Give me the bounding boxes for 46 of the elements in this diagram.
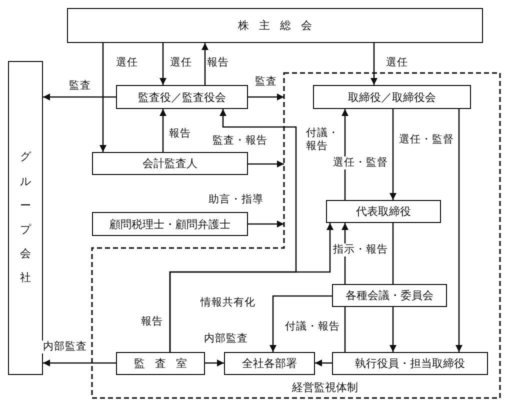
- arrow: [169, 223, 334, 352]
- edge-label: 監査: [254, 76, 278, 88]
- arrow: [270, 295, 332, 352]
- entity-box: 監査室: [116, 352, 205, 375]
- arrow: [390, 307, 396, 352]
- entity-box: 執行役員・担当取締役: [332, 352, 488, 375]
- arrow: [43, 94, 116, 100]
- entity-box: 会計監査人: [92, 152, 248, 175]
- region-label: 経営監視体制: [290, 380, 360, 395]
- arrow: [160, 43, 166, 85]
- arrow: [370, 43, 378, 85]
- entity-box: 顧問税理士・顧問弁護士: [92, 212, 248, 236]
- edge-label: 内部監査: [42, 340, 88, 354]
- arrow: [100, 43, 106, 152]
- edge-label: 内部監査: [203, 332, 249, 346]
- edge-label: 情報共有化: [200, 296, 256, 310]
- edge-label: 監査: [68, 80, 92, 92]
- entity-box: 各種会議・委員会: [332, 284, 447, 307]
- edge-label: 指示・報告: [332, 244, 389, 256]
- entity-box: 全社各部署: [224, 352, 315, 375]
- arrow: [202, 43, 208, 85]
- arrow: [205, 360, 224, 366]
- entity-box: 株主総会: [67, 8, 483, 43]
- edge-label: 選任・監督: [332, 156, 389, 170]
- edge-label: 選任・監督: [398, 134, 455, 146]
- arrow: [248, 94, 284, 100]
- arrow: [390, 109, 396, 200]
- entity-box: 監査役／監査役会: [116, 85, 248, 109]
- entity-box: 取締役／取締役会: [313, 85, 471, 109]
- arrow: [43, 360, 116, 366]
- edge-label: 報告: [168, 128, 192, 140]
- arrow: [315, 360, 332, 366]
- edge-label: 報告: [206, 56, 230, 70]
- edge-label: 監査・報告: [212, 134, 268, 148]
- arrow: [248, 220, 284, 228]
- edge-label: 選任: [169, 56, 193, 70]
- entity-box: 代表取締役: [326, 200, 441, 223]
- edge-label: 助言・指導: [208, 194, 264, 206]
- edge-label: 選任: [115, 56, 139, 70]
- edge-label: 付議・報告: [284, 320, 341, 334]
- edge-label: 選任: [385, 56, 409, 70]
- entity-box: グループ会社: [8, 61, 43, 375]
- arrow: [456, 109, 462, 352]
- arrow: [248, 160, 284, 168]
- arrow: [160, 109, 166, 152]
- edge-label: 報告: [140, 316, 164, 328]
